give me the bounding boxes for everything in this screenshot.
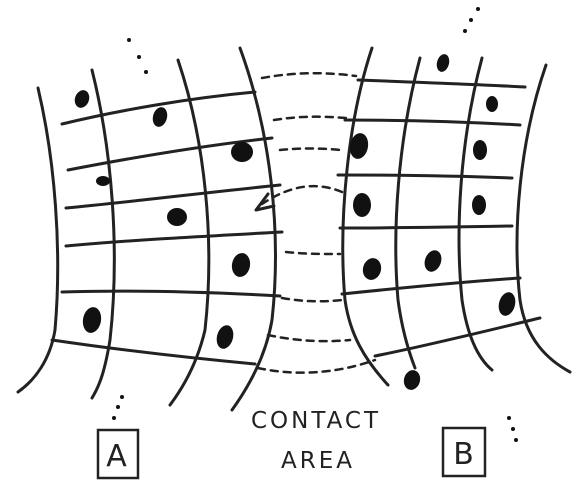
- surface-b-vline: [394, 56, 422, 370]
- label-b-text: B: [453, 437, 477, 472]
- contact-label-line1: CONTACT: [251, 408, 381, 434]
- surface-a-ellipsis-dot: [137, 55, 141, 59]
- surface-a-hline: [50, 338, 257, 366]
- surface-b-hline: [343, 118, 522, 127]
- connector-line: [284, 250, 342, 256]
- surface-b-hline: [336, 173, 514, 180]
- surface-a-particle: [231, 142, 253, 162]
- surface-a-ellipsis-dot: [120, 395, 124, 399]
- surface-a-particle: [82, 307, 102, 333]
- surface-a-particle: [96, 176, 110, 186]
- surface-b-particle: [353, 193, 371, 217]
- surface-a-hline: [60, 90, 257, 126]
- connector-line: [272, 115, 348, 122]
- surface-b-vline: [515, 63, 572, 374]
- surface-b-hline: [340, 276, 522, 296]
- surface-b-particle: [424, 250, 442, 272]
- contact-label-line2: AREA: [281, 448, 355, 474]
- surface-a-particle: [167, 208, 187, 226]
- surface-a-particle: [216, 325, 234, 349]
- surface-b-ellipsis-dot: [511, 427, 515, 431]
- surface-a-ellipsis-dot: [112, 416, 116, 420]
- surface-b-ellipsis-dot: [514, 438, 518, 442]
- contact-connectors: [254, 71, 377, 374]
- transfer-arrowhead: [254, 192, 276, 212]
- surface-a-vline: [230, 46, 277, 412]
- label-a: A: [96, 428, 140, 480]
- surface-a-vline: [90, 68, 116, 400]
- surface-a-particle: [231, 253, 251, 277]
- surface-b: [336, 7, 572, 442]
- surface-b-vline: [457, 56, 494, 372]
- label-b-box: [441, 426, 487, 478]
- connector-line: [256, 358, 377, 374]
- surface-b-particle: [498, 292, 516, 316]
- surface-b-hline: [338, 224, 514, 230]
- surface-a-ellipsis-dot: [144, 70, 148, 74]
- surface-b-hline: [373, 316, 542, 358]
- surface-a-hline: [64, 183, 282, 210]
- connector-line: [266, 333, 352, 343]
- surface-a-ellipsis-dot: [127, 38, 131, 42]
- surface-a-particle: [74, 90, 90, 108]
- surface-b-particle: [486, 96, 498, 112]
- label-a-text: A: [106, 439, 130, 474]
- connector-line: [278, 147, 342, 152]
- surface-b-ellipsis-dot: [476, 7, 480, 11]
- label-b: B: [441, 426, 487, 478]
- surface-a: [16, 38, 284, 420]
- transfer-arrow: [260, 184, 344, 206]
- connector-line: [260, 71, 358, 80]
- surface-b-ellipsis-dot: [469, 18, 473, 22]
- surface-a-hline: [66, 136, 274, 172]
- surface-b-particle: [349, 133, 369, 159]
- surface-a-hline: [64, 230, 284, 248]
- surface-b-particle: [436, 54, 450, 72]
- surface-b-particle: [472, 195, 486, 215]
- surface-b-ellipsis-dot: [463, 29, 467, 33]
- label-a-box: [96, 428, 140, 480]
- surface-b-particle: [362, 258, 382, 280]
- surface-a-particle: [152, 107, 168, 127]
- surface-a-ellipsis-dot: [116, 405, 120, 409]
- surface-b-particle: [403, 370, 421, 390]
- surface-b-hline: [356, 78, 527, 89]
- connector-line: [280, 296, 344, 303]
- surface-b-particle: [473, 140, 487, 160]
- surface-a-hline: [60, 289, 282, 298]
- surface-a-vline: [168, 58, 211, 407]
- surface-b-ellipsis-dot: [507, 416, 511, 420]
- surface-a-vline: [16, 86, 60, 394]
- surface-b-vline: [341, 46, 390, 387]
